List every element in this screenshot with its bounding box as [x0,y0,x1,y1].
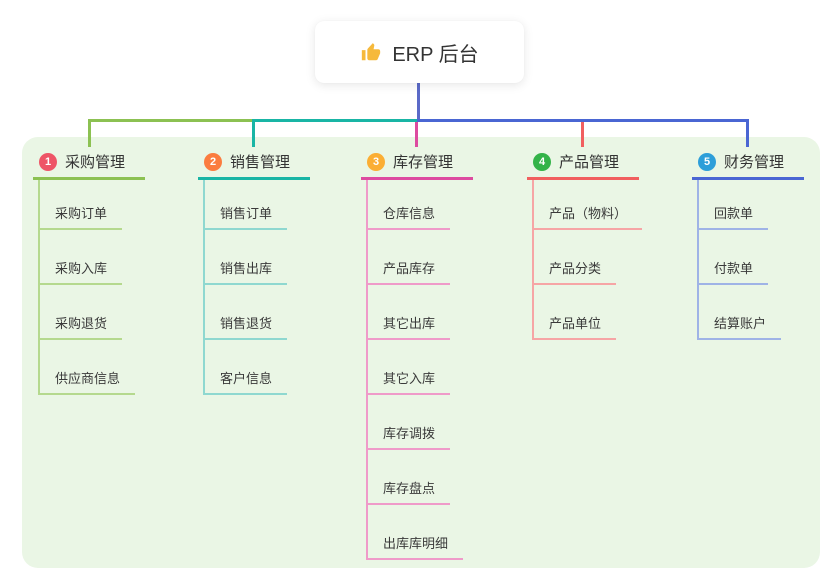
branch-item[interactable]: 其它出库 [366,308,451,340]
branch-item[interactable]: 采购入库 [38,253,123,285]
root-node[interactable]: ERP 后台 [315,21,524,83]
branch-node-purchase[interactable]: 1 采购管理 [33,146,145,180]
branch-item[interactable]: 其它入库 [366,363,451,395]
connector-drop-product [581,122,584,147]
branch-item[interactable]: 供应商信息 [38,363,136,395]
branch-spine [532,180,534,340]
branch-node-finance[interactable]: 5 财务管理 [692,146,804,180]
branch-inventory: 3 库存管理 仓库信息产品库存其它出库其它入库库存调拨库存盘点出库库明细 [361,146,473,560]
branch-item[interactable]: 采购退货 [38,308,123,340]
branch-item[interactable]: 销售退货 [203,308,288,340]
connector-drop-purchase [88,122,91,147]
branch-spine [203,180,205,395]
branch-item[interactable]: 产品（物料） [532,198,643,230]
branch-item[interactable]: 产品库存 [366,253,451,285]
branch-item[interactable]: 采购订单 [38,198,123,230]
branch-item[interactable]: 付款单 [697,253,769,285]
branch-item[interactable]: 回款单 [697,198,769,230]
branch-item[interactable]: 产品单位 [532,308,617,340]
branch-badge: 4 [533,152,551,171]
branch-item[interactable]: 销售出库 [203,253,288,285]
branch-item[interactable]: 产品分类 [532,253,617,285]
branch-item[interactable]: 库存盘点 [366,473,451,505]
branch-item[interactable]: 仓库信息 [366,198,451,230]
branch-item[interactable]: 结算账户 [697,308,782,340]
branch-title: 财务管理 [724,154,785,171]
connector-bus-middle [252,119,420,122]
branch-title: 销售管理 [230,154,291,171]
branch-node-inventory[interactable]: 3 库存管理 [361,146,473,180]
branch-group-panel [22,137,820,568]
connector-drop-inventory [415,122,418,147]
branch-finance: 5 财务管理 回款单付款单结算账户 [692,146,804,340]
connector-trunk [417,83,420,121]
branch-item[interactable]: 客户信息 [203,363,288,395]
branch-badge: 3 [367,152,385,171]
branch-node-product[interactable]: 4 产品管理 [527,146,639,180]
connector-drop-finance [746,122,749,147]
branch-purchase: 1 采购管理 采购订单采购入库采购退货供应商信息 [33,146,145,395]
branch-title: 采购管理 [65,154,126,171]
branch-product: 4 产品管理 产品（物料） 产品分类产品单位 [527,146,643,340]
connector-drop-sales [252,122,255,147]
branch-badge: 5 [698,152,716,171]
branch-item[interactable]: 出库库明细 [366,528,464,560]
branch-sales: 2 销售管理 销售订单销售出库销售退货客户信息 [198,146,310,395]
branch-node-sales[interactable]: 2 销售管理 [198,146,310,180]
connector-bus-right [417,119,749,122]
branch-spine [38,180,40,395]
branch-spine [697,180,699,340]
branch-item[interactable]: 销售订单 [203,198,288,230]
root-node-label: ERP 后台 [392,43,479,66]
branch-item[interactable]: 库存调拨 [366,418,451,450]
branch-title: 库存管理 [393,154,454,171]
branch-badge: 2 [204,152,222,171]
branch-badge: 1 [39,152,57,171]
branch-spine [366,180,368,560]
connector-bus-left [88,119,255,122]
thumbs-up-icon [360,41,382,63]
branch-title: 产品管理 [559,154,620,171]
